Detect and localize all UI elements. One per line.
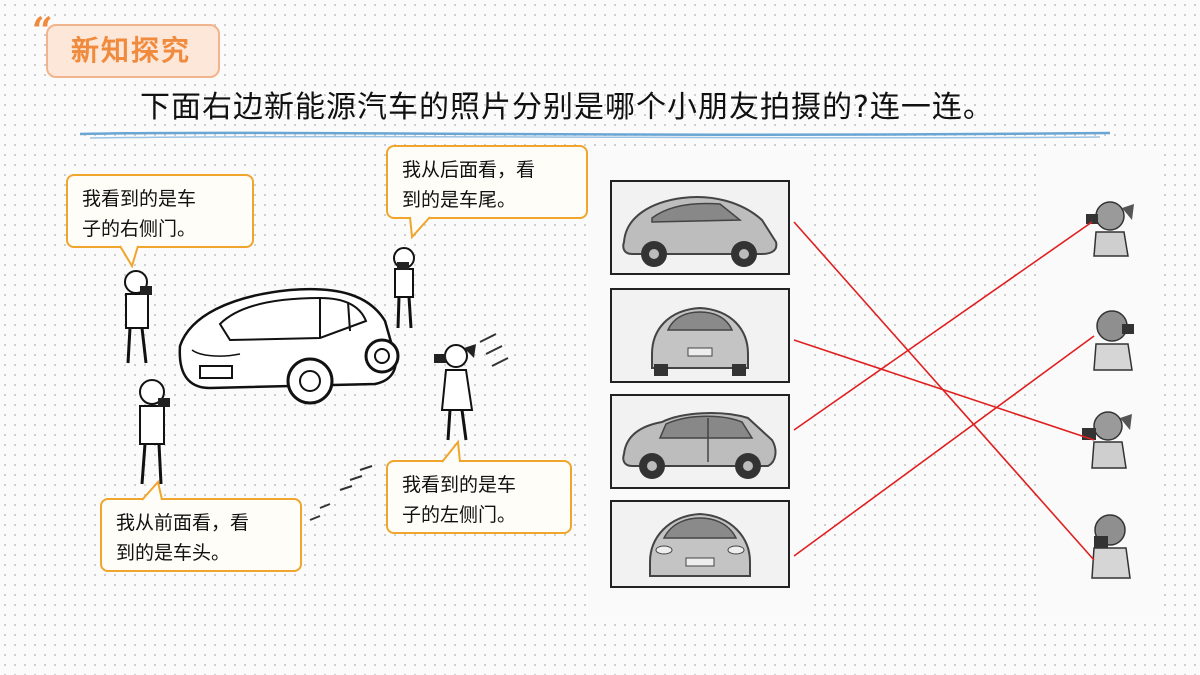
bubble-line: 我看到的是车 — [82, 188, 197, 210]
car-photo-side-left[interactable] — [610, 394, 790, 489]
child-photographer-left — [434, 344, 476, 441]
car-side-right-icon — [622, 196, 778, 267]
speech-bubble-front: 我从前面看，看 到的是车头。 — [100, 498, 302, 572]
quote-mark-icon: “ — [32, 10, 53, 52]
match-line — [793, 221, 1095, 561]
bubble-line: 我看到的是车 — [402, 474, 517, 496]
car-rear-icon — [651, 306, 749, 376]
bubble-line: 我从后面看，看 — [402, 159, 536, 181]
match-line — [793, 335, 1095, 557]
section-tag-label: 新知探究 — [70, 34, 191, 67]
girl-camera-icon[interactable] — [1080, 196, 1138, 258]
section-tag-box — [46, 24, 220, 78]
boy-camera-icon-2[interactable] — [1080, 510, 1140, 580]
child-photographer-rear — [393, 247, 415, 329]
question-text: 下面右边新能源汽车的照片分别是哪个小朋友拍摄的?连一连。 — [140, 90, 994, 125]
bubble-line: 我从前面看，看 — [116, 512, 250, 534]
bubble-line: 到的是车头。 — [116, 542, 231, 564]
speech-bubble-left-side: 我看到的是车 子的左侧门。 — [386, 460, 572, 534]
match-line — [793, 339, 1095, 441]
bubble-tail — [441, 439, 461, 463]
child-photographer-right — [124, 270, 152, 364]
bubble-line: 子的右侧门。 — [82, 218, 197, 240]
speech-bubble-right-side: 我看到的是车 子的右侧门。 — [66, 174, 254, 248]
car-photo-side-right[interactable] — [610, 180, 790, 275]
child-photographer-front — [139, 379, 170, 485]
bubble-tail — [141, 479, 163, 501]
motion-marks — [309, 333, 509, 521]
car-front-icon — [649, 512, 751, 577]
bubble-line: 子的左侧门。 — [402, 504, 517, 526]
match-line — [793, 221, 1093, 431]
car-photo-rear[interactable] — [610, 288, 790, 383]
section-tag: 新知探究 “ — [32, 10, 222, 78]
title-underline — [79, 131, 1111, 139]
car-photo-front[interactable] — [610, 500, 790, 588]
bubble-tail — [119, 245, 139, 269]
car-side-left-icon — [622, 412, 777, 479]
speech-bubble-rear: 我从后面看，看 到的是车尾。 — [386, 145, 588, 219]
bubble-line: 到的是车尾。 — [402, 189, 517, 211]
boy-camera-icon[interactable] — [1082, 306, 1140, 372]
car-illustration — [178, 287, 400, 405]
bubble-tail — [409, 216, 431, 240]
